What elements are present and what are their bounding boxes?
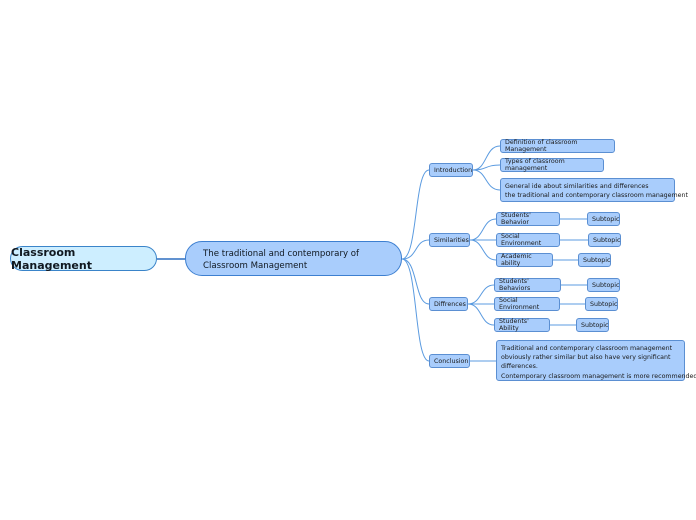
- sim-subtopic-3-label: Subtopic: [583, 256, 611, 264]
- diff-subtopic-1[interactable]: Subtopic: [587, 278, 620, 292]
- conclusion-line-3: differences.: [501, 363, 538, 371]
- sim-students-behavior[interactable]: Students' Behavior: [496, 212, 560, 226]
- sim-subtopic-2[interactable]: Subtopic: [588, 233, 621, 247]
- intro-types-label: Types of classroom management: [505, 158, 565, 172]
- link-main-conclusion: [401, 258, 430, 362]
- sim-subtopic-1-label: Subtopic: [592, 215, 620, 223]
- link-diff-behaviors: [467, 284, 495, 305]
- intro-general[interactable]: General ide about similarities and diffe…: [500, 178, 689, 202]
- diff-subtopic-3[interactable]: Subtopic: [576, 318, 609, 332]
- main-topic[interactable]: The traditional and contemporary of Clas…: [185, 241, 402, 276]
- link-diff-ability: [467, 303, 495, 326]
- sim-students-behavior-label: Students' Behavior: [501, 212, 531, 226]
- main-topic-line-2: Classroom Management: [203, 261, 308, 271]
- diff-students-ability-label: Students' Ability: [499, 318, 529, 332]
- link-intro-general: [472, 169, 501, 191]
- diff-subtopic-1-label: Subtopic: [592, 281, 620, 289]
- branch-introduction[interactable]: Introduction: [429, 163, 473, 177]
- sim-subtopic-3[interactable]: Subtopic: [578, 253, 611, 267]
- branch-similarities[interactable]: Similarities: [429, 233, 470, 247]
- link-sim-behavior: [469, 218, 497, 241]
- conclusion-text[interactable]: Traditional and contemporary classroom m…: [496, 340, 696, 381]
- root-topic[interactable]: Classroom Management: [10, 245, 157, 272]
- sim-social-environment[interactable]: Social Environment: [496, 233, 560, 247]
- diff-social-environment[interactable]: Social Environment: [494, 297, 560, 311]
- intro-general-line-1: General ide about similarities and diffe…: [505, 183, 649, 190]
- conclusion-line-2: obviously rather similar but also have v…: [501, 354, 671, 362]
- branch-conclusion-label: Conclusion: [434, 357, 469, 365]
- branch-differences[interactable]: Diffrences: [429, 297, 468, 311]
- link-main-introduction: [401, 169, 430, 260]
- branch-introduction-label: Introduction: [434, 166, 473, 174]
- diff-social-environment-label: Social Environment: [499, 297, 540, 311]
- intro-types[interactable]: Types of classroom management: [500, 158, 604, 172]
- branch-similarities-label: Similarities: [434, 236, 469, 244]
- sim-social-environment-label: Social Environment: [501, 233, 542, 247]
- link-sim-academic: [469, 239, 497, 261]
- branch-conclusion[interactable]: Conclusion: [429, 354, 470, 368]
- sim-subtopic-2-label: Subtopic: [593, 236, 621, 244]
- sim-academic-ability-label: Academic ability: [501, 253, 532, 267]
- intro-definition[interactable]: Definition of classroom Management: [500, 139, 615, 153]
- sim-subtopic-1[interactable]: Subtopic: [587, 212, 620, 226]
- diff-subtopic-3-label: Subtopic: [581, 321, 609, 329]
- main-topic-line-1: The traditional and contemporary of: [203, 249, 360, 259]
- diff-subtopic-2-label: Subtopic: [590, 300, 618, 308]
- intro-definition-label: Definition of classroom Management: [505, 139, 578, 153]
- link-main-differences: [401, 258, 430, 305]
- diff-students-behaviors[interactable]: Students' Behaviors: [494, 278, 561, 292]
- link-intro-definition: [472, 145, 501, 171]
- link-main-similarities: [401, 239, 430, 260]
- sim-academic-ability[interactable]: Academic ability: [496, 253, 553, 267]
- conclusion-line-1: Traditional and contemporary classroom m…: [501, 345, 673, 352]
- diff-subtopic-2[interactable]: Subtopic: [585, 297, 618, 311]
- intro-general-line-2: the traditional and contemporary classro…: [505, 192, 689, 200]
- diff-students-ability[interactable]: Students' Ability: [494, 318, 550, 332]
- root-topic-label: Classroom Management: [11, 245, 92, 272]
- diff-students-behaviors-label: Students' Behaviors: [499, 278, 531, 292]
- branch-differences-label: Diffrences: [434, 300, 466, 308]
- conclusion-line-4: Contemporary classroom management is mor…: [501, 372, 696, 380]
